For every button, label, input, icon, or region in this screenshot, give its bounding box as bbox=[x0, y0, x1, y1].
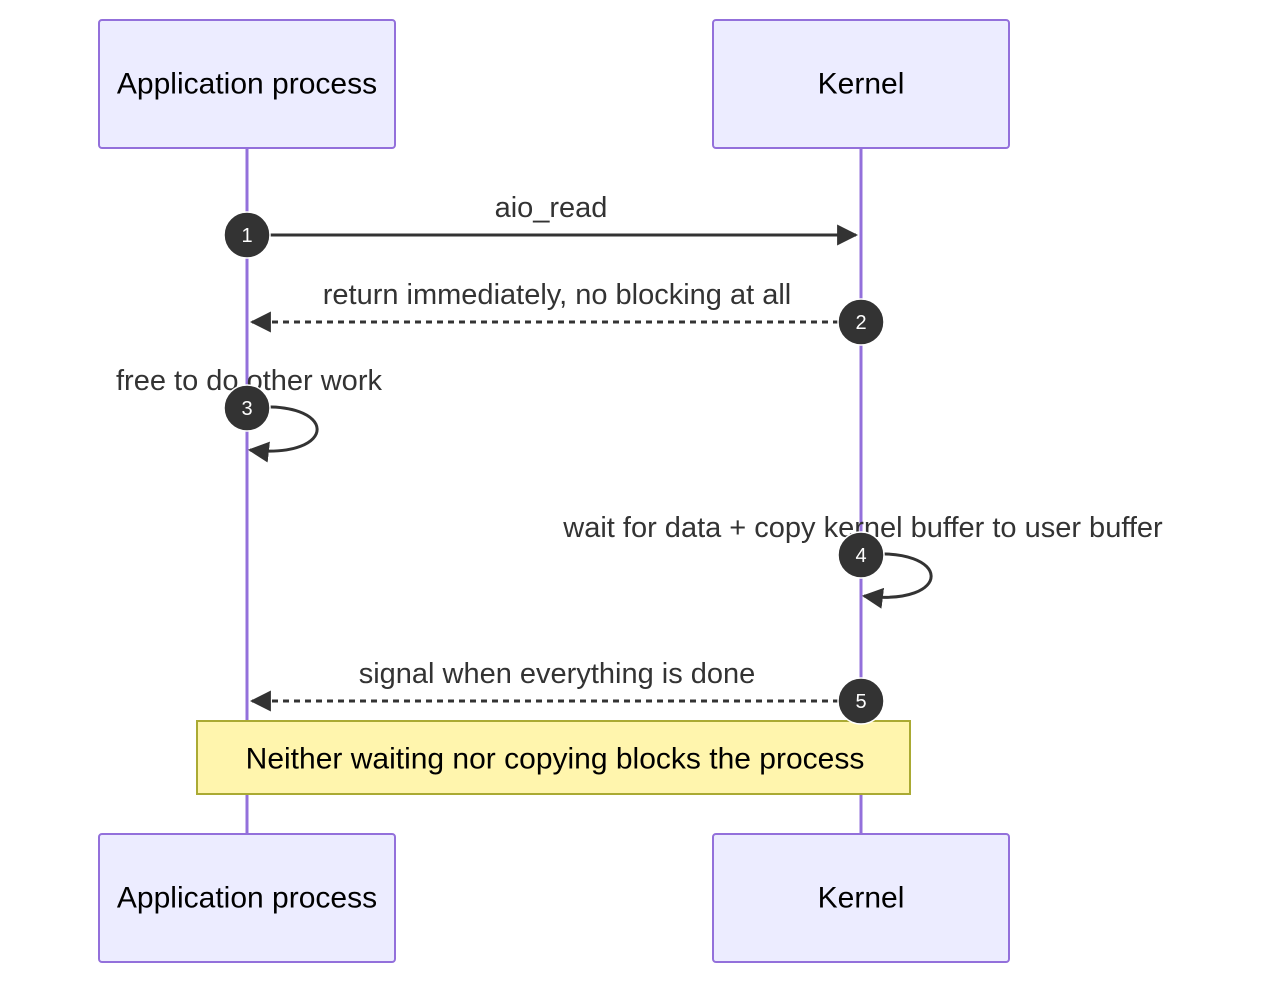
sequence-badge-5: 5 bbox=[837, 677, 885, 725]
actor-label: Kernel bbox=[818, 68, 905, 101]
message-label: return immediately, no blocking at all bbox=[323, 279, 792, 311]
sequence-number: 4 bbox=[855, 545, 866, 567]
sequence-badge-1: 1 bbox=[223, 211, 271, 259]
sequence-number: 3 bbox=[241, 398, 252, 420]
sequence-number: 2 bbox=[855, 312, 866, 334]
actor-label: Kernel bbox=[818, 882, 905, 915]
sequence-badge-2: 2 bbox=[837, 298, 885, 346]
self-loop-arrow bbox=[860, 552, 933, 609]
actor-label: Application process bbox=[117, 882, 377, 915]
sequence-badge-4: 4 bbox=[837, 531, 885, 579]
message-2: return immediately, no blocking at all bbox=[249, 279, 861, 333]
message-1: aio_read bbox=[247, 192, 859, 246]
self-loop-arrow bbox=[246, 405, 319, 463]
message-5: signal when everything is done bbox=[249, 658, 861, 712]
actor-bottom-kernel: Kernel bbox=[712, 833, 1010, 963]
sequence-badge-3: 3 bbox=[223, 384, 271, 432]
actor-top-kernel: Kernel bbox=[712, 19, 1010, 149]
actor-label: Application process bbox=[117, 68, 377, 101]
message-label: signal when everything is done bbox=[359, 658, 756, 690]
message-label: aio_read bbox=[495, 192, 608, 224]
note-text: Neither waiting nor copying blocks the p… bbox=[246, 743, 865, 776]
sequence-number: 1 bbox=[241, 225, 252, 247]
sequence-number: 5 bbox=[855, 691, 866, 713]
actor-bottom-application-process: Application process bbox=[98, 833, 396, 963]
note: Neither waiting nor copying blocks the p… bbox=[196, 720, 911, 795]
actor-top-application-process: Application process bbox=[98, 19, 396, 149]
